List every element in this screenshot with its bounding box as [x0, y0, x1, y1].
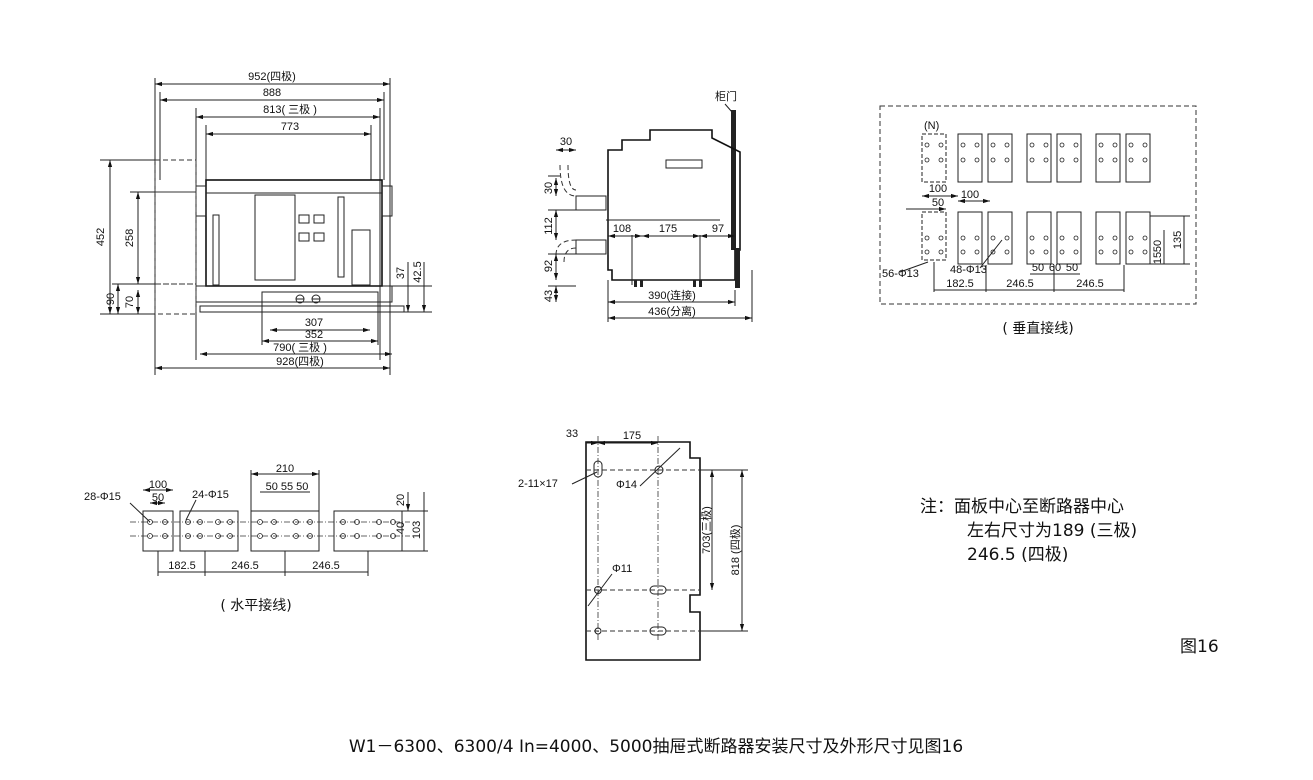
n-pole-label: (N): [924, 120, 939, 132]
v-dim-246-5b: 246.5: [1076, 278, 1104, 290]
dim-888: 888: [263, 87, 281, 99]
h-dim-20: 20: [395, 494, 407, 506]
v-dim-15: 15: [1152, 252, 1164, 264]
h-dim-246-5a: 246.5: [231, 560, 259, 572]
door-label: 柜门: [715, 89, 737, 103]
h-dim-50: 50: [152, 492, 164, 504]
dim-307: 307: [305, 317, 323, 329]
figure-label: 图16: [1180, 637, 1219, 657]
dim-37: 37: [395, 267, 407, 279]
h-dim-100: 100: [149, 479, 167, 491]
horizontal-wiring: 28-Φ15 100 50 24-Φ15 210 50 55 50 20 40 …: [84, 463, 428, 614]
m-dim-818: 818 (四极): [728, 525, 742, 576]
v-dim-100a: 100: [929, 183, 947, 195]
figure-caption: W1－6300、6300/4 In=4000、5000抽屉式断路器安装尺寸及外形…: [349, 737, 963, 757]
dim-773: 773: [281, 121, 299, 133]
m-dim-703: 703(三极): [699, 506, 713, 554]
note-line-3: 246.5 (四极): [967, 545, 1068, 565]
v-dim-246-5a: 246.5: [1006, 278, 1034, 290]
v-dim-50a: 50: [1032, 262, 1044, 274]
m-dim-2-11x17: 2-11×17: [518, 478, 558, 490]
dim-30-left: 30: [543, 182, 555, 194]
h-dim-210: 210: [276, 463, 294, 475]
v-dim-100b: 100: [961, 189, 979, 201]
v-dim-56-phi13: 56-Φ13: [882, 268, 919, 280]
h-dim-103: 103: [411, 521, 423, 539]
vertical-caption: ( 垂直接线): [1002, 320, 1073, 337]
horizontal-caption: ( 水平接线): [220, 597, 291, 614]
v-dim-50c: 50: [1152, 240, 1164, 252]
dim-97: 97: [712, 223, 724, 235]
dim-108: 108: [613, 223, 631, 235]
dim-258: 258: [124, 229, 136, 247]
m-dim-33: 33: [566, 428, 578, 440]
dim-42-5: 42.5: [412, 261, 424, 282]
mounting-plate: 33 175 2-11×17 Φ14 Φ11 703(三极) 818 (四极): [518, 428, 748, 661]
side-view: 柜门 30 30 112 92 43: [543, 89, 753, 322]
dim-90: 90: [105, 293, 117, 305]
dim-952: 952(四极): [248, 69, 296, 83]
v-dim-48-phi13: 48-Φ13: [950, 264, 987, 276]
h-dim-24-phi15: 24-Φ15: [192, 489, 229, 501]
vertical-wiring: (N): [879, 105, 1197, 337]
h-dim-28-phi15: 28-Φ15: [84, 491, 121, 503]
dim-452: 452: [95, 228, 107, 246]
h-dim-40: 40: [395, 522, 407, 534]
note-line-1: 注：面板中心至断路器中心: [920, 497, 1124, 517]
m-dim-175: 175: [623, 430, 641, 442]
m-dim-phi14: Φ14: [616, 479, 637, 491]
dim-43: 43: [543, 290, 555, 302]
v-dim-135: 135: [1172, 231, 1184, 249]
dim-92: 92: [543, 260, 555, 272]
dim-175: 175: [659, 223, 677, 235]
dim-112: 112: [543, 217, 555, 235]
dim-790: 790( 三极 ): [273, 340, 327, 354]
h-dim-50-55-50: 50 55 50: [266, 481, 309, 493]
h-dim-182-5: 182.5: [168, 560, 196, 572]
front-view: 952(四极) 888 813( 三极 ) 773 452 258: [95, 69, 432, 375]
note-line-2: 左右尺寸为189 (三极): [967, 521, 1137, 541]
v-dim-60: 60: [1049, 262, 1061, 274]
v-dim-182-5: 182.5: [946, 278, 974, 290]
v-dim-50: 50: [932, 197, 944, 209]
v-dim-50b: 50: [1066, 262, 1078, 274]
dim-70: 70: [124, 296, 136, 308]
dim-928: 928(四极): [276, 354, 324, 368]
dim-813: 813( 三极 ): [263, 102, 317, 116]
dim-352: 352: [305, 329, 323, 341]
dim-390: 390(连接): [648, 289, 696, 302]
h-dim-246-5b: 246.5: [312, 560, 340, 572]
m-dim-phi11: Φ11: [612, 563, 632, 575]
dim-436: 436(分离): [648, 304, 696, 318]
dim-30-top: 30: [560, 136, 572, 148]
